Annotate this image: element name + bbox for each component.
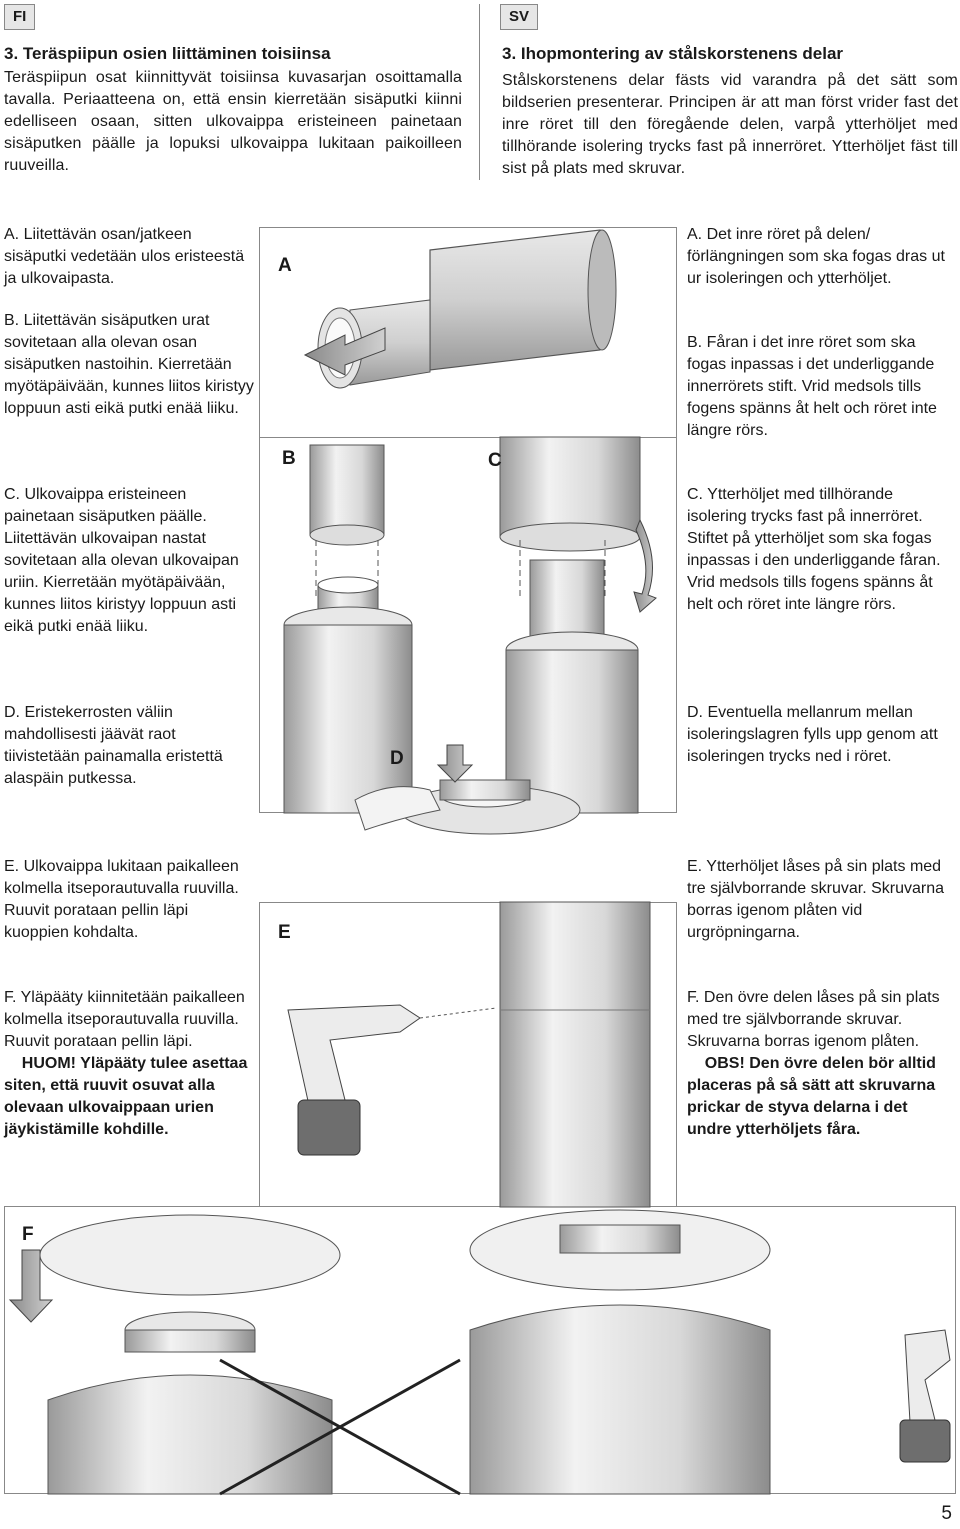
figure-f-pipe-correct [469, 1209, 951, 1495]
fi-step-b: B. Liitettävän sisäputken urat sovitetaa… [4, 312, 254, 417]
figure-label-d: D [390, 748, 404, 769]
fi-step-a: A. Liitettävän osan/jatkeen sisäputki ve… [4, 226, 245, 287]
fi-step-f: F. Yläpääty kiinnitetään paikalleen kolm… [4, 987, 254, 1141]
figure-e-drill [287, 901, 651, 1208]
sv-step-f: F. Den övre delen låses på sin plats med… [687, 987, 955, 1141]
figure-d-pipe [354, 744, 581, 835]
sv-step-f-text: F. Den övre delen låses på sin plats med… [687, 989, 940, 1050]
figure-f-pipe-incorrect [39, 1214, 461, 1496]
sv-note-label: OBS! [704, 1055, 745, 1072]
fi-note-text: Yläpääty tulee asettaa siten, että ruuvi… [4, 1055, 248, 1138]
figure-label-b: B [282, 448, 296, 469]
fi-step-e: E. Ulkovaippa lukitaan paikalleen kolmel… [4, 858, 239, 941]
figure-label-f: F [22, 1224, 34, 1245]
sv-step-d: D. Eventuella mellanrum mellan isolering… [687, 704, 938, 765]
fi-section-title: 3. Teräspiipun osien liittäminen toisiin… [4, 44, 331, 63]
language-tag-sv: SV [500, 4, 539, 30]
sv-note-text: Den övre delen bör alltid placeras på så… [687, 1055, 936, 1138]
fi-intro-text: Teräspiipun osat kiinnittyvät toisiinsa … [4, 69, 462, 174]
figure-b-pipe [283, 444, 413, 814]
fi-step-d: D. Eristekerrosten väliin mahdollisesti … [4, 704, 223, 787]
column-divider [479, 4, 480, 180]
figure-label-c: C [488, 450, 502, 471]
fi-step-f-text: F. Yläpääty kiinnitetään paikalleen kolm… [4, 989, 245, 1050]
sv-step-a: A. Det inre röret på delen/ förlängninge… [687, 226, 945, 287]
sv-section-title: 3. Ihopmontering av stålskorstenens dela… [502, 44, 844, 63]
language-tag-fi: FI [4, 4, 36, 30]
figure-label-e: E [278, 922, 291, 943]
sv-note: OBS! Den övre delen bör alltid placeras … [687, 1055, 936, 1138]
sv-step-e: E. Ytterhöljet låses på sin plats med tr… [687, 858, 944, 941]
sv-step-c: C. Ytterhöljet med tillhörande isolering… [687, 486, 941, 613]
fi-note-label: HUOM! [21, 1055, 76, 1072]
figure-c-pipe [499, 436, 657, 814]
sv-intro-text: Stålskorstenens delar fästs vid varandra… [502, 72, 958, 177]
page-number: 5 [941, 1503, 952, 1524]
figure-label-a: A [278, 255, 292, 276]
fi-step-c: C. Ulkovaippa eristeineen painetaan sisä… [4, 486, 239, 635]
fi-note: HUOM! Yläpääty tulee asettaa siten, että… [4, 1055, 247, 1138]
sv-step-b: B. Fåran i det inre röret som ska fogas … [687, 334, 937, 439]
figure-a-pipe [303, 229, 617, 389]
